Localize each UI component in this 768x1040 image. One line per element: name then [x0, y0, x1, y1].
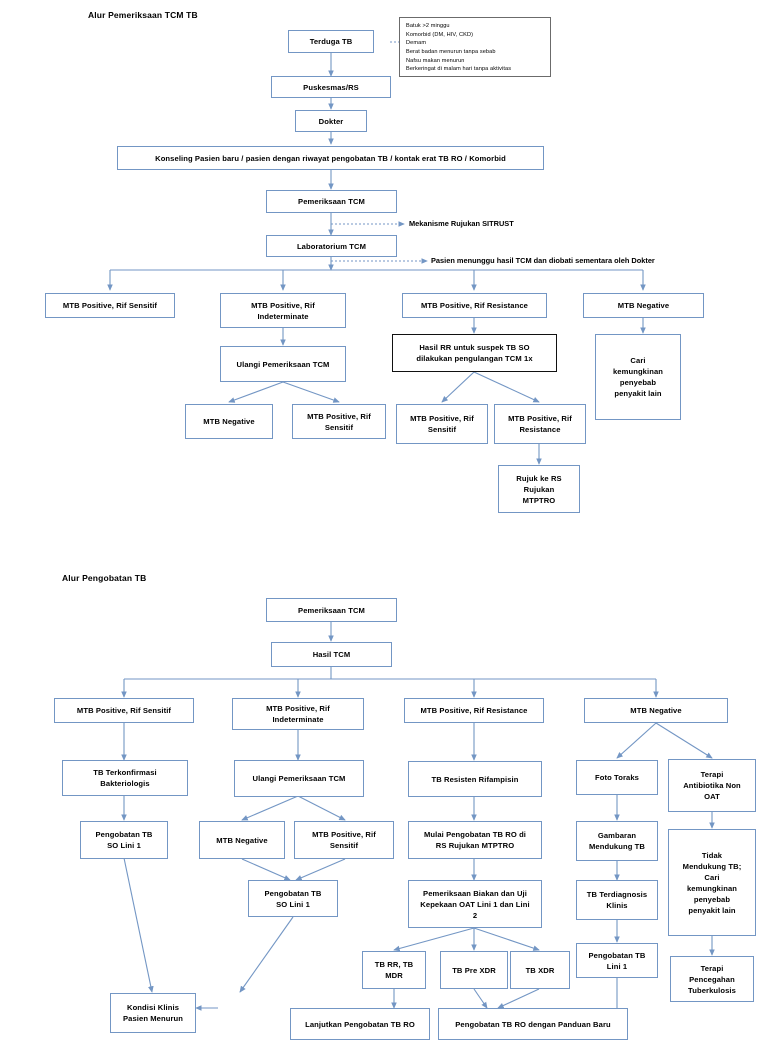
node2-tb-rr-tb-mdr[interactable]: TB RR, TB MDR — [362, 951, 426, 989]
node-ulangi-pemeriksaan-tcm[interactable]: Ulangi Pemeriksaan TCM — [220, 346, 346, 382]
node-terduga-tb[interactable]: Terduga TB — [288, 30, 374, 53]
node-mtb-positive-rif-indeterminate[interactable]: MTB Positive, Rif Indeterminate — [220, 293, 346, 328]
node-cari-kemungkinan-penyebab[interactable]: Cari kemungkinan penyebab penyakit lain — [595, 334, 681, 420]
node2-pemeriksaan-biakan-uji-kepekaan[interactable]: Pemeriksaan Biakan dan Uji Kepekaan OAT … — [408, 880, 542, 928]
node2-ulang-mtb-positive-sensitif[interactable]: MTB Positive, Rif Sensitif — [294, 821, 394, 859]
node2-tidak-mendukung-tb[interactable]: Tidak Mendukung TB; Cari kemungkinan pen… — [668, 829, 756, 936]
node-mtb-positive-rif-sensitif[interactable]: MTB Positive, Rif Sensitif — [45, 293, 175, 318]
node-rr-mtb-positive-sensitif[interactable]: MTB Positive, Rif Sensitif — [396, 404, 488, 444]
node2-mtb-positive-rif-resistance[interactable]: MTB Positive, Rif Resistance — [404, 698, 544, 723]
node2-pengobatan-tb-lini1[interactable]: Pengobatan TB Lini 1 — [576, 943, 658, 978]
node-hasil-rr-suspek[interactable]: Hasil RR untuk suspek TB SO dilakukan pe… — [392, 334, 557, 372]
node-pemeriksaan-tcm[interactable]: Pemeriksaan TCM — [266, 190, 397, 213]
symptom-criteria-box: Batuk >2 minggu Komorbid (DM, HIV, CKD) … — [399, 17, 551, 77]
node2-foto-toraks[interactable]: Foto Toraks — [576, 760, 658, 795]
node2-pemeriksaan-tcm[interactable]: Pemeriksaan TCM — [266, 598, 397, 622]
node-mtb-negative[interactable]: MTB Negative — [583, 293, 704, 318]
node-puskesmas-rs[interactable]: Puskesmas/RS — [271, 76, 391, 98]
node2-pengobatan-tb-so-lini1-b[interactable]: Pengobatan TB SO Lini 1 — [248, 880, 338, 917]
node2-kondisi-klinis-pasien-menurun[interactable]: Kondisi Klinis Pasien Menurun — [110, 993, 196, 1033]
node2-ulangi-pemeriksaan-tcm[interactable]: Ulangi Pemeriksaan TCM — [234, 760, 364, 797]
node2-gambaran-mendukung-tb[interactable]: Gambaran Mendukung TB — [576, 821, 658, 861]
node-rr-mtb-positive-resistance[interactable]: MTB Positive, Rif Resistance — [494, 404, 586, 444]
node-laboratorium-tcm[interactable]: Laboratorium TCM — [266, 235, 397, 257]
node2-mtb-positive-rif-indeterminate[interactable]: MTB Positive, Rif Indeterminate — [232, 698, 364, 730]
node2-terapi-antibiotika-non-oat[interactable]: Terapi Antibiotika Non OAT — [668, 759, 756, 812]
node2-pengobatan-tb-so-lini1-a[interactable]: Pengobatan TB SO Lini 1 — [80, 821, 168, 859]
node2-tb-pre-xdr[interactable]: TB Pre XDR — [440, 951, 508, 989]
node2-ulang-mtb-negative[interactable]: MTB Negative — [199, 821, 285, 859]
annotation-mekanisme-rujukan: Mekanisme Rujukan SITRUST — [409, 219, 514, 228]
node2-tb-terdiagnosis-klinis[interactable]: TB Terdiagnosis Klinis — [576, 880, 658, 920]
node-dokter[interactable]: Dokter — [295, 110, 367, 132]
node2-terapi-pencegahan-tuberkulosis[interactable]: Terapi Pencegahan Tuberkulosis — [670, 956, 754, 1002]
node-mtb-positive-rif-resistance[interactable]: MTB Positive, Rif Resistance — [402, 293, 547, 318]
node2-lanjutkan-pengobatan-ro[interactable]: Lanjutkan Pengobatan TB RO — [290, 1008, 430, 1040]
diagram2-title: Alur Pengobatan TB — [62, 573, 147, 583]
node2-pengobatan-ro-panduan-baru[interactable]: Pengobatan TB RO dengan Panduan Baru — [438, 1008, 628, 1040]
annotation-pasien-menunggu: Pasien menunggu hasil TCM dan diobati se… — [431, 256, 655, 265]
diagram1-title: Alur Pemeriksaan TCM TB — [88, 10, 198, 20]
node2-tb-xdr[interactable]: TB XDR — [510, 951, 570, 989]
symptom-criteria-text: Batuk >2 minggu Komorbid (DM, HIV, CKD) … — [406, 23, 512, 73]
node-ulang-mtb-positive-sensitif[interactable]: MTB Positive, Rif Sensitif — [292, 404, 386, 439]
node2-mtb-negative[interactable]: MTB Negative — [584, 698, 728, 723]
node2-mtb-positive-rif-sensitif[interactable]: MTB Positive, Rif Sensitif — [54, 698, 194, 723]
node2-tb-terkonfirmasi-bakteriologis[interactable]: TB Terkonfirmasi Bakteriologis — [62, 760, 188, 796]
node-rujuk-ke-rs-mtptro[interactable]: Rujuk ke RS Rujukan MTPTRO — [498, 465, 580, 513]
node2-hasil-tcm[interactable]: Hasil TCM — [271, 642, 392, 667]
node2-mulai-pengobatan-ro[interactable]: Mulai Pengobatan TB RO di RS Rujukan MTP… — [408, 821, 542, 859]
node-ulang-mtb-negative[interactable]: MTB Negative — [185, 404, 273, 439]
node-konseling[interactable]: Konseling Pasien baru / pasien dengan ri… — [117, 146, 544, 170]
node2-tb-resisten-rifampisin[interactable]: TB Resisten Rifampisin — [408, 761, 542, 797]
